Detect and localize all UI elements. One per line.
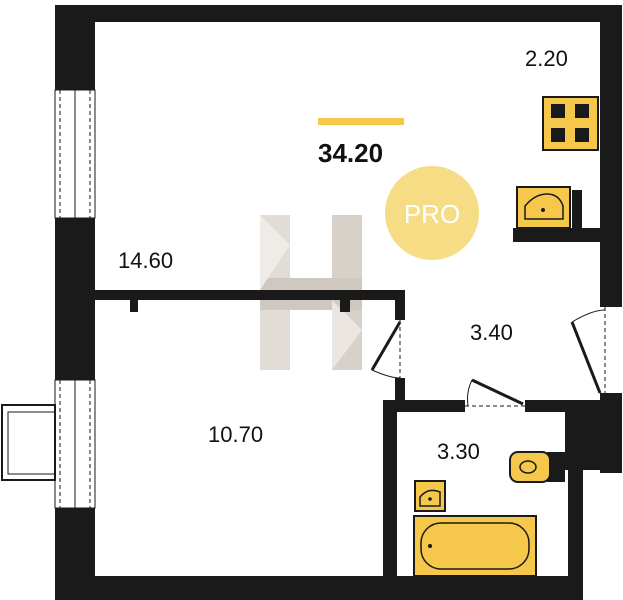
door-bathroom	[465, 378, 525, 407]
door-entrance	[570, 307, 606, 394]
total-area-label: 34.20	[318, 138, 383, 168]
area-kitchen: 2.20	[525, 46, 568, 71]
kitchen-sink-icon	[516, 186, 571, 229]
bathtub-icon	[413, 515, 537, 577]
watermark-logo	[260, 215, 362, 370]
area-bedroom: 10.70	[208, 422, 263, 447]
stove-icon	[542, 96, 599, 151]
balcony	[1, 404, 56, 481]
bathroom-sink-icon	[414, 480, 446, 512]
window-left-upper	[54, 89, 96, 219]
window-left-lower	[54, 379, 96, 509]
area-living-room: 14.60	[118, 248, 173, 273]
pro-badge: PRO	[385, 166, 479, 260]
door-bedroom	[370, 320, 402, 379]
area-bathroom: 3.30	[437, 439, 480, 464]
pro-badge-label: PRO	[404, 199, 460, 229]
walls	[55, 5, 622, 600]
total-area-accent-bar	[318, 118, 404, 125]
area-hallway: 3.40	[470, 320, 513, 345]
toilet-icon	[509, 451, 565, 483]
